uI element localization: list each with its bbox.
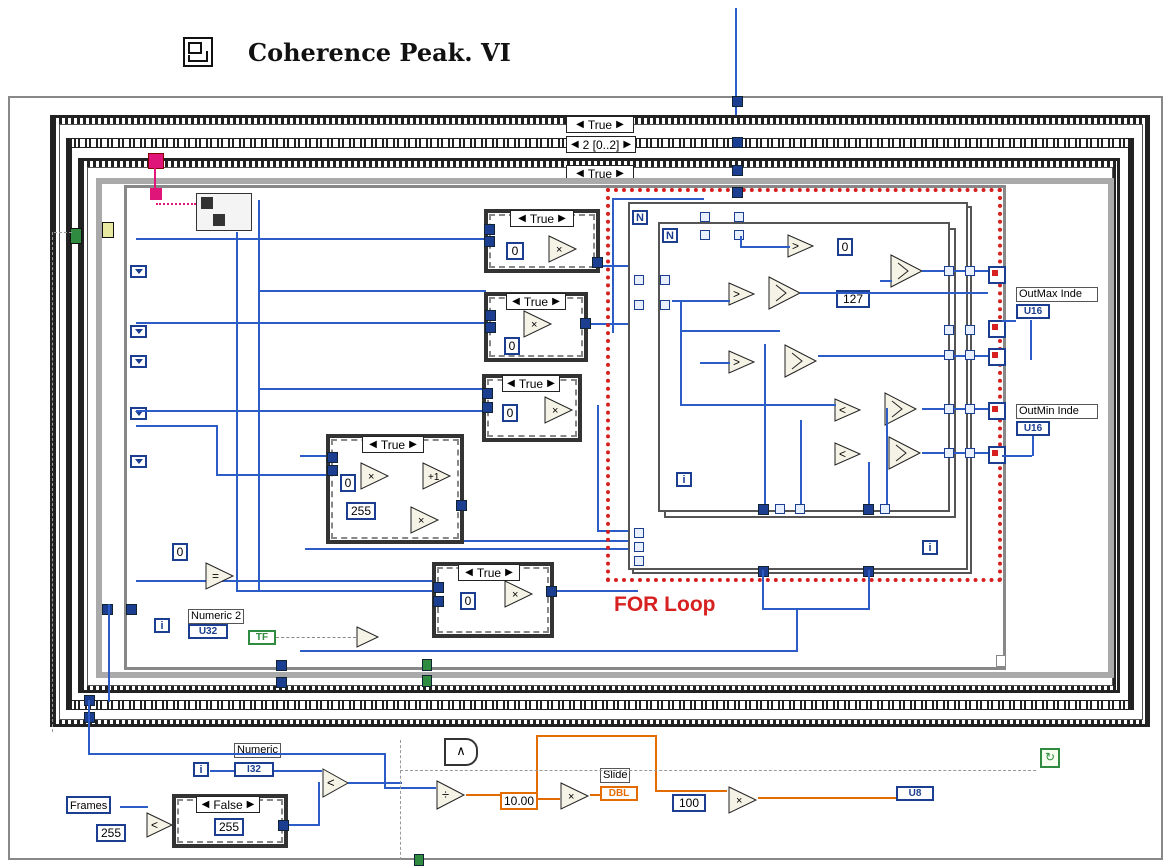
ring-control-3[interactable] [130, 355, 147, 368]
svg-text:<: < [151, 818, 158, 832]
multiply-node-f[interactable]: × [504, 580, 534, 613]
vi-icon [183, 37, 213, 67]
multiply-node-c[interactable]: × [544, 396, 574, 429]
multiply-node-g[interactable]: × [560, 782, 590, 815]
svg-text:+1: +1 [428, 472, 440, 483]
svg-text:×: × [736, 795, 742, 807]
const-zero-b[interactable]: 0 [504, 337, 520, 355]
svg-text:×: × [368, 471, 374, 483]
select-node-e[interactable] [888, 436, 922, 475]
select-node-b[interactable] [768, 276, 802, 315]
svg-text:<: < [327, 775, 335, 790]
array-build-4 [988, 402, 1006, 420]
const-zero-d[interactable]: 0 [340, 474, 356, 492]
const-255-c[interactable]: 255 [214, 818, 244, 836]
const-zero-loop[interactable]: 0 [837, 238, 853, 256]
const-255-b[interactable]: 255 [96, 824, 126, 842]
not-node[interactable] [356, 626, 382, 653]
svg-text:<: < [839, 403, 846, 417]
outmax-label: OutMax Inde [1016, 287, 1098, 302]
loop-iteration-inner: i [676, 472, 692, 487]
array-build-3 [988, 348, 1006, 366]
case-d-selector[interactable]: ◀True▶ [362, 436, 424, 453]
outer-case-selector[interactable]: ◀True▶ [566, 116, 634, 133]
svg-text:×: × [556, 244, 562, 256]
iteration-terminal-bottom: i [193, 762, 209, 777]
array-build-1 [988, 266, 1006, 284]
svg-text:>: > [792, 239, 799, 253]
sr-left [102, 222, 114, 238]
sequence-selector[interactable]: ◀2 [0..2]▶ [566, 136, 636, 153]
ring-control-1[interactable] [130, 265, 147, 278]
ring-control-4[interactable] [130, 407, 147, 420]
sequence-bottom-film [66, 700, 1134, 710]
outmin-indicator[interactable]: U16 [1016, 421, 1050, 436]
case-c-selector[interactable]: ◀True▶ [502, 375, 560, 392]
case-false-selector[interactable]: ◀False▶ [196, 796, 260, 813]
less-than-node-c[interactable]: < [322, 768, 350, 803]
outmax-indicator[interactable]: U16 [1016, 304, 1050, 319]
const-zero-a[interactable]: 0 [506, 242, 524, 260]
ring-control-5[interactable] [130, 455, 147, 468]
divide-node[interactable]: ÷ [436, 780, 466, 815]
bool-tunnel-left [70, 228, 82, 244]
svg-text:×: × [512, 589, 518, 601]
svg-text:>: > [733, 355, 740, 369]
select-node-d[interactable] [884, 392, 918, 431]
svg-text:×: × [418, 515, 424, 527]
for-loop-annotation: FOR Loop [614, 593, 715, 617]
equals-node[interactable]: = [205, 562, 235, 595]
const-zero-e[interactable]: 0 [460, 592, 476, 610]
frames-control[interactable]: Frames [66, 796, 111, 814]
case-a-selector[interactable]: ◀True▶ [510, 210, 574, 227]
svg-text:×: × [568, 791, 574, 803]
svg-text:×: × [531, 319, 537, 331]
less-than-node-a[interactable]: < [834, 398, 862, 427]
const-10[interactable]: 10.00 [500, 792, 538, 810]
select-node-a[interactable] [890, 254, 924, 293]
and-node[interactable]: ∧ [444, 738, 478, 766]
numeric2-label: Numeric 2 [188, 609, 244, 624]
property-node[interactable] [196, 193, 252, 231]
multiply-node-e[interactable]: × [410, 506, 440, 539]
numeric-indicator[interactable]: I32 [234, 762, 274, 777]
ring-control-2[interactable] [130, 325, 147, 338]
const-zero-eq[interactable]: 0 [172, 543, 188, 561]
select-node-c[interactable] [784, 344, 818, 383]
vi-title: Coherence Peak. VI [248, 38, 511, 67]
increment-node[interactable]: +1 [422, 462, 452, 495]
const-zero-c[interactable]: 0 [502, 404, 518, 422]
outmin-label: OutMin Inde [1016, 404, 1098, 419]
greater-than-node-c[interactable]: > [728, 350, 756, 379]
svg-text:÷: ÷ [442, 787, 449, 802]
svg-text:<: < [839, 447, 846, 461]
stop-terminal[interactable]: ↻ [1040, 748, 1060, 768]
numeric2-indicator[interactable]: U32 [188, 624, 228, 639]
const-100[interactable]: 100 [672, 794, 706, 812]
slide-indicator[interactable]: DBL [600, 786, 638, 801]
u8-indicator[interactable]: U8 [896, 786, 934, 801]
pink-tunnel [148, 153, 164, 169]
svg-text:=: = [212, 569, 219, 583]
less-than-node-d[interactable]: < [146, 812, 174, 843]
const-255-a[interactable]: 255 [346, 502, 376, 520]
numeric-label: Numeric [234, 743, 281, 758]
iteration-terminal-left: i [154, 618, 170, 633]
multiply-node-d[interactable]: × [360, 462, 390, 495]
array-build-2 [988, 320, 1006, 338]
tf-constant[interactable]: TF [248, 630, 276, 645]
case-b-selector[interactable]: ◀True▶ [506, 293, 566, 310]
multiply-node-b[interactable]: × [523, 310, 553, 343]
case-e-selector[interactable]: ◀True▶ [458, 564, 520, 581]
loop-count-outer: N [632, 210, 648, 225]
greater-than-node-b[interactable]: > [728, 282, 756, 311]
svg-text:×: × [552, 405, 558, 417]
multiply-node-h[interactable]: × [728, 786, 758, 819]
greater-than-node-a[interactable]: > [787, 234, 815, 263]
svg-text:>: > [733, 287, 740, 301]
multiply-node-a[interactable]: × [548, 235, 578, 268]
less-than-node-b[interactable]: < [834, 442, 862, 471]
loop-count-inner: N [662, 228, 678, 243]
loop-iteration-outer: i [922, 540, 938, 555]
